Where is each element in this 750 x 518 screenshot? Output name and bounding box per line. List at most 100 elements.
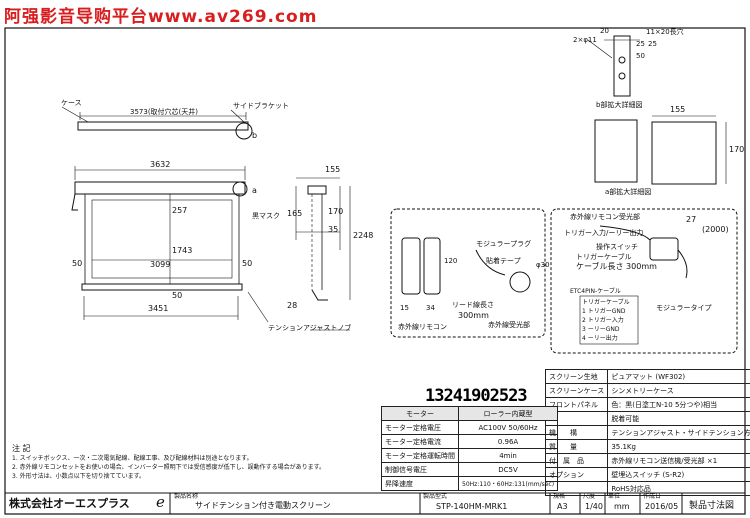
note-line: 3. 外形寸法は、小数点以下を切り捨てています。 xyxy=(12,473,146,480)
lead-wire-label: リード線長さ xyxy=(452,301,494,309)
spec-value: 色：黒(日塗工N-10 5分つや)相当 xyxy=(607,397,750,412)
remote-dim-15: 15 xyxy=(400,304,409,312)
dim-50-left: 50 xyxy=(72,259,83,268)
note-line: 2. 赤外線リモコンセットをお使いの場合、インバーター照明下では受信感度が低下し… xyxy=(12,464,326,471)
dim-257: 257 xyxy=(172,206,188,215)
wiring-row: 2 トリガー入力 xyxy=(582,317,624,324)
trigger-io-label: トリガー入力/ーリー出力 xyxy=(564,229,644,237)
paper-size: A3 xyxy=(557,502,568,511)
dim-width-total: 3632 xyxy=(150,160,171,169)
spec-label: モーター定格運転時間 xyxy=(381,448,459,463)
company-logo: e xyxy=(156,493,165,511)
tension-knob-label: テンションアジャストノブ xyxy=(268,324,352,332)
product-name-label: 製品名称 xyxy=(174,493,199,500)
table-row: モーターローラー内蔵型 xyxy=(381,406,559,421)
spec-label: スクリーンケース xyxy=(544,383,609,398)
notes-title: 注 記 xyxy=(12,444,31,453)
table-row: 脱着可能 xyxy=(544,411,750,426)
spec-header-label: モーター xyxy=(381,406,459,421)
spec-label: 制御信号電圧 xyxy=(381,462,459,477)
dim-width-screen: 3099 xyxy=(150,260,171,269)
spec-value: AC100V 50/60Hz xyxy=(457,420,559,435)
detail-a-dim-155: 155 xyxy=(670,105,686,114)
spec-value: 50Hz:110・60Hz:131(mm/sec) xyxy=(457,476,559,491)
table-row: フロントパネル色：黒(日塗工N-10 5分つや)相当 xyxy=(544,397,750,412)
dim-side-2248: 2248 xyxy=(353,231,374,240)
dim-side-35: 35 xyxy=(328,225,339,234)
wiring-row: トリガーケーブル xyxy=(582,299,630,306)
mask-label: 黒マスク xyxy=(252,212,280,220)
note-line: 1. スイッチボックス、一次・二次電気配線、配線工事、及び配線材料は別途となりま… xyxy=(12,455,253,462)
modular-plug-label: モジュラープラグ xyxy=(476,240,532,248)
dim-side-155: 155 xyxy=(325,165,341,174)
detail-b-caption: b部拡大詳細図 xyxy=(596,101,643,109)
wiring-row: 1 トリガーGND xyxy=(582,308,626,315)
table-row: スクリーン生地ピュアマット (WF302) xyxy=(544,369,750,384)
adhesive-tape-label: 貼着テープ xyxy=(486,257,521,265)
acc-dim-2000: (2000) xyxy=(702,225,729,234)
size-label: 規格 xyxy=(553,493,566,500)
spec-label: モーター定格電流 xyxy=(381,434,459,449)
dim-width-bottom: 3451 xyxy=(148,304,169,313)
spec-value: 脱着可能 xyxy=(607,411,750,426)
spec-label: モーター定格電圧 xyxy=(381,420,459,435)
table-row: 付 属 品赤外線リモコン送信機/受光部 ×1 xyxy=(544,453,750,468)
spec-value: ピュアマット (WF302) xyxy=(607,369,750,384)
unit-value: mm xyxy=(614,502,630,511)
detail-b-dim-25b: 25 xyxy=(648,40,657,48)
detail-a-dim-170: 170 xyxy=(729,145,745,154)
wiring-row: 4 ーリー出力 xyxy=(582,335,618,342)
remote-caption: 赤外線リモコン xyxy=(398,323,447,331)
spec-value: テンションアジャスト・サイドテンション方式 xyxy=(607,425,750,440)
table-row: RoHS対応品 xyxy=(544,481,750,496)
spec-label: スクリーン生地 xyxy=(544,369,609,384)
lead-wire-length: 300mm xyxy=(458,311,489,320)
detail-a-caption: a部拡大詳細図 xyxy=(605,188,652,196)
watermark-text: 阿强影音导购平台www.av269.com xyxy=(4,7,318,27)
dim-side-165: 165 xyxy=(287,209,303,218)
op-switch-label: 操作スイッチ xyxy=(596,243,638,251)
dim-side-170: 170 xyxy=(328,207,344,216)
scale-label: 尺度 xyxy=(583,493,596,500)
detail-b-dim-50: 50 xyxy=(636,52,645,60)
detail-b-dim-25a: 25 xyxy=(636,40,645,48)
table-row: スクリーンケースシンメトリーケース xyxy=(544,383,750,398)
spec-value: シンメトリーケース xyxy=(607,383,750,398)
mount-dim: 3573(取付穴芯(天井) xyxy=(130,108,199,116)
date-label: 作成日 xyxy=(643,493,662,500)
spec-value: 赤外線リモコン送信機/受光部 ×1 xyxy=(607,453,750,468)
cable-length-label: ケーブル長さ 300mm xyxy=(576,262,657,271)
detail-b-slot: 11×20長穴 xyxy=(646,28,684,36)
dim-phi30: φ30 xyxy=(536,261,550,269)
doc-type: 製品寸法図 xyxy=(689,501,735,511)
model-label: 製品型式 xyxy=(423,493,448,500)
phone-overlay: 13241902523 xyxy=(425,386,528,406)
detail-b-dim-20: 20 xyxy=(600,27,609,35)
company-name: 株式会社オーエスプラス xyxy=(9,497,130,510)
receiver-label: 赤外線リモコン受光部 xyxy=(570,213,640,221)
detail-b-holes: 2×φ11 xyxy=(573,36,597,44)
dim-1743: 1743 xyxy=(172,246,193,255)
spec-value: 壁埋込スイッチ (S-R2) xyxy=(607,467,750,482)
acc-dim-27: 27 xyxy=(686,215,697,224)
unit-label: 単位 xyxy=(608,493,621,500)
modular-type-label: モジュラータイプ xyxy=(656,304,712,312)
scale-value: 1/40 xyxy=(585,502,603,511)
trigger-cable-label: トリガーケーブル xyxy=(576,253,632,261)
table-row: オプション壁埋込スイッチ (S-R2) xyxy=(544,467,750,482)
dim-50-bottom: 50 xyxy=(172,291,183,300)
spec-table-right: スクリーン生地ピュアマット (WF302) スクリーンケースシンメトリーケース … xyxy=(544,369,750,496)
spec-header-value: ローラー内蔵型 xyxy=(457,406,559,421)
table-row: 機 構テンションアジャスト・サイドテンション方式 xyxy=(544,425,750,440)
dim-50-right: 50 xyxy=(242,259,253,268)
spec-value: 0.96A xyxy=(457,434,559,449)
marker-b: b xyxy=(252,131,258,140)
remote-dim-34: 34 xyxy=(426,304,435,312)
spec-value: DC5V xyxy=(457,462,559,477)
